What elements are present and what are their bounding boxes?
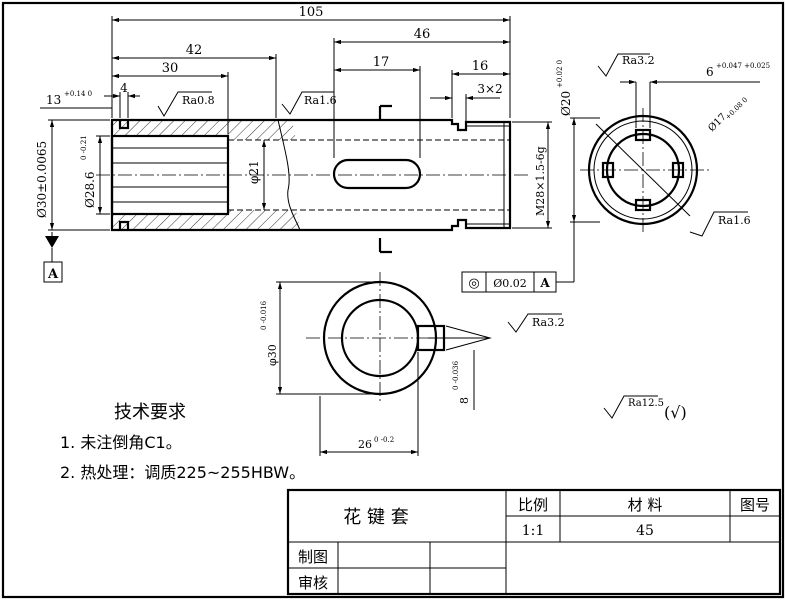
sec-dim-depth: 8 xyxy=(458,397,471,404)
roughness-ra32-section: Ra3.2 xyxy=(507,313,565,333)
notes-line1: 1. 未注倒角C1。 xyxy=(60,433,182,452)
svg-text:Ra1.6: Ra1.6 xyxy=(304,94,337,107)
title-block: 花 键 套 比例 1:1 材 料 45 图号 制图 审核 xyxy=(286,488,782,596)
break-line xyxy=(277,119,301,231)
scale-label: 比例 xyxy=(518,496,548,514)
dim-groove: 3×2 xyxy=(477,82,502,96)
tolerance-value: Ø0.02 xyxy=(493,277,527,290)
svg-text:(√): (√) xyxy=(664,403,687,422)
material-label: 材 料 xyxy=(628,496,663,514)
section-view: φ30 0 -0.016 8 0 -0.036 26 0 -0.2 Ra3.2 xyxy=(260,272,565,456)
dim-bore: φ21 xyxy=(247,160,261,184)
groove-top xyxy=(118,120,130,130)
dim-chamfer-tol: +0.14 0 xyxy=(64,90,92,98)
svg-text:Ra3.2: Ra3.2 xyxy=(532,316,565,329)
drawing-no-label: 图号 xyxy=(740,496,770,514)
roughness-ra16-top: Ra1.6 xyxy=(281,91,337,115)
end-view: Ø20 +0.02 0 6 +0.047 +0.025 Ø17 +0.08 0 … xyxy=(556,53,770,283)
dim-thread: M28×1.5-6g xyxy=(534,146,547,216)
concentricity-symbol: ◎ xyxy=(468,276,479,291)
datum-triangle xyxy=(45,236,59,248)
dim-16: 16 xyxy=(472,59,489,74)
drawn-label: 制图 xyxy=(298,548,328,566)
sec-dim-d-tol: 0 -0.016 xyxy=(260,300,268,330)
scale-value: 1:1 xyxy=(522,523,545,539)
dim-od-right-tol: +0.02 0 xyxy=(556,60,564,88)
shaft-outline xyxy=(110,118,512,232)
notes-line2: 2. 热处理：调质225~255HBW。 xyxy=(60,463,305,482)
material-value: 45 xyxy=(636,523,654,539)
main-view: 105 42 30 46 17 16 3×2 4 13 +0.14 0 Ø30±… xyxy=(35,5,552,283)
svg-text:Ra3.2: Ra3.2 xyxy=(622,54,655,67)
tolerance-datum: A xyxy=(539,276,550,290)
dim-od-right: Ø20 xyxy=(559,91,573,116)
dim-chamfer-len: 13 xyxy=(46,93,61,107)
dim-spline-tol: 0 -0.21 xyxy=(80,135,88,160)
dim-4: 4 xyxy=(120,81,128,95)
datum-label: A xyxy=(47,267,59,282)
svg-text:Ra0.8: Ra0.8 xyxy=(182,94,215,107)
dim-46: 46 xyxy=(414,27,431,42)
dim-30: 30 xyxy=(162,61,179,76)
notes-title: 技术要求 xyxy=(114,402,186,423)
roughness-general: Ra12.5 (√) xyxy=(603,395,687,422)
tolerance-frame: ◎ Ø0.02 A xyxy=(461,271,557,293)
dim-overall: 105 xyxy=(299,5,324,20)
sec-dim-w: 26 xyxy=(358,438,372,451)
svg-text:Ra12.5: Ra12.5 xyxy=(628,398,664,409)
dim-42: 42 xyxy=(186,43,203,58)
datum-box xyxy=(43,261,63,283)
sec-dim-w-tol: 0 -0.2 xyxy=(374,436,394,444)
dim-17: 17 xyxy=(373,55,390,70)
groove-bottom xyxy=(118,220,130,230)
svg-text:Ra1.6: Ra1.6 xyxy=(718,214,751,227)
dim-key-width: 6 xyxy=(706,65,714,79)
roughness-ra08: Ra0.8 xyxy=(157,91,215,117)
roughness-ra32-top: Ra3.2 xyxy=(597,53,655,77)
checked-label: 审核 xyxy=(298,574,328,592)
dim-spline: Ø28.6 xyxy=(83,171,97,208)
dim-key-tol: +0.047 +0.025 xyxy=(716,62,770,70)
roughness-ra16-right: Ra1.6 xyxy=(689,211,751,237)
keyway-slot xyxy=(332,158,422,190)
sec-dim-depth-tol: 0 -0.036 xyxy=(452,360,460,390)
sec-dim-d: φ30 xyxy=(266,344,279,366)
dim-od-left: Ø30±0.0065 xyxy=(35,141,49,218)
dim-inner-tol: +0.08 0 xyxy=(724,96,750,122)
part-name: 花 键 套 xyxy=(343,507,408,528)
